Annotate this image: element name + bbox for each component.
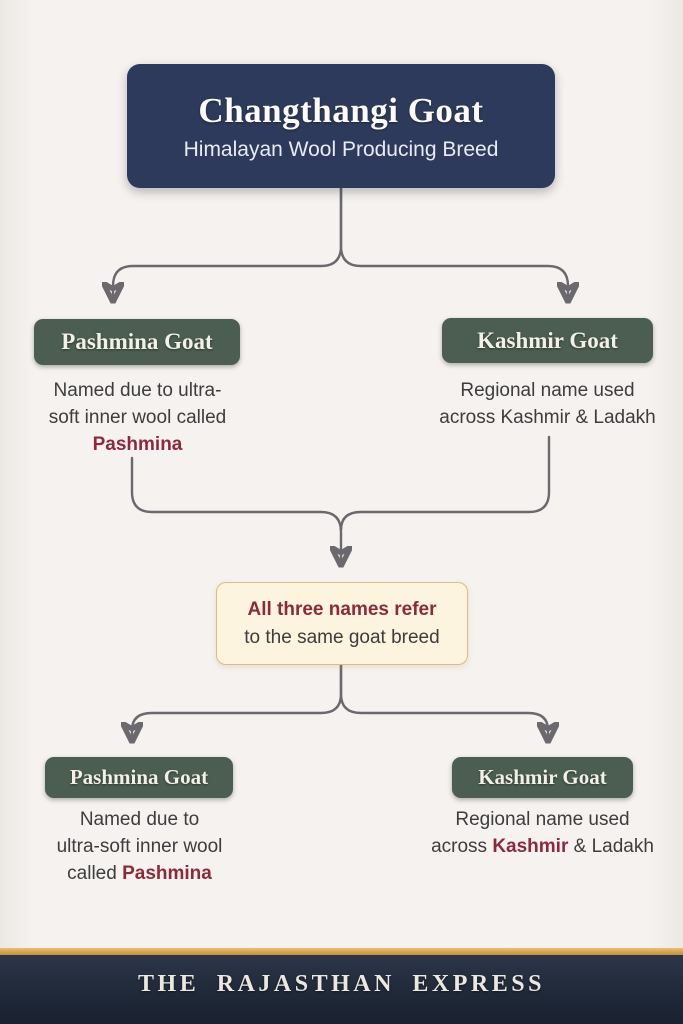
note-line: soft inner wool called — [48, 407, 227, 428]
node-kashmir-bottom: Kashmir Goat — [452, 757, 633, 798]
connector-pashmina-to-conclusion — [130, 456, 341, 560]
note-kashmir-bottom: Regional name used across Kashmir & Lada… — [420, 806, 665, 860]
root-node-subtitle: Himalayan Wool Producing Breed — [183, 137, 499, 161]
connector-root-to-kashmir-top — [339, 186, 568, 296]
footer: THE RAJASTHAN EXPRESS — [0, 955, 683, 1024]
note-text: & Ladakh — [568, 836, 654, 857]
node-kashmir-top-label: Kashmir Goat — [477, 327, 618, 353]
note-pashmina-bottom: Named due to ultra-soft inner wool calle… — [17, 806, 262, 887]
conclusion-card: All three names refer to the same goat b… — [216, 582, 468, 665]
conclusion-line-emphasis: All three names refer — [247, 598, 437, 620]
note-text: across — [431, 836, 493, 857]
node-pashmina-top-label: Pashmina Goat — [61, 329, 213, 354]
note-pashmina-top: Named due to ultra- soft inner wool call… — [15, 377, 260, 458]
connector-root-to-pashmina-top — [113, 186, 343, 296]
note-line: Named due to ultra- — [53, 380, 222, 401]
note-line: Regional name used — [455, 809, 630, 830]
node-pashmina-bottom: Pashmina Goat — [45, 757, 233, 798]
connector-kashmir-to-conclusion — [339, 435, 551, 532]
note-line: called Pashmina — [17, 860, 262, 887]
node-kashmir-top: Kashmir Goat — [442, 318, 653, 363]
root-node-card: Changthangi Goat Himalayan Wool Producin… — [127, 64, 555, 188]
note-line: ultra-soft inner wool — [56, 836, 223, 857]
root-node-title: Changthangi Goat — [198, 90, 484, 130]
note-line: across Kashmir & Ladakh — [439, 407, 656, 428]
footer-divider — [0, 948, 683, 955]
note-highlight-kashmir: Kashmir — [492, 836, 569, 857]
note-kashmir-top: Regional name used across Kashmir & Lada… — [425, 377, 670, 431]
brand-name: THE RAJASTHAN EXPRESS — [138, 970, 545, 997]
note-highlight-pashmina: Pashmina — [122, 863, 212, 884]
note-line: Named due to — [79, 809, 200, 830]
connector-conclusion-to-pashmina-bottom — [132, 663, 343, 736]
note-highlight-pashmina: Pashmina — [92, 434, 183, 455]
node-kashmir-bottom-label: Kashmir Goat — [478, 765, 607, 789]
note-text: called — [67, 863, 123, 884]
note-line: Regional name used — [460, 380, 635, 401]
note-line: across Kashmir & Ladakh — [420, 833, 665, 860]
node-pashmina-bottom-label: Pashmina Goat — [69, 765, 209, 789]
conclusion-line: to the same goat breed — [244, 626, 440, 648]
connector-conclusion-to-kashmir-bottom — [339, 663, 548, 736]
node-pashmina-top: Pashmina Goat — [34, 319, 240, 365]
